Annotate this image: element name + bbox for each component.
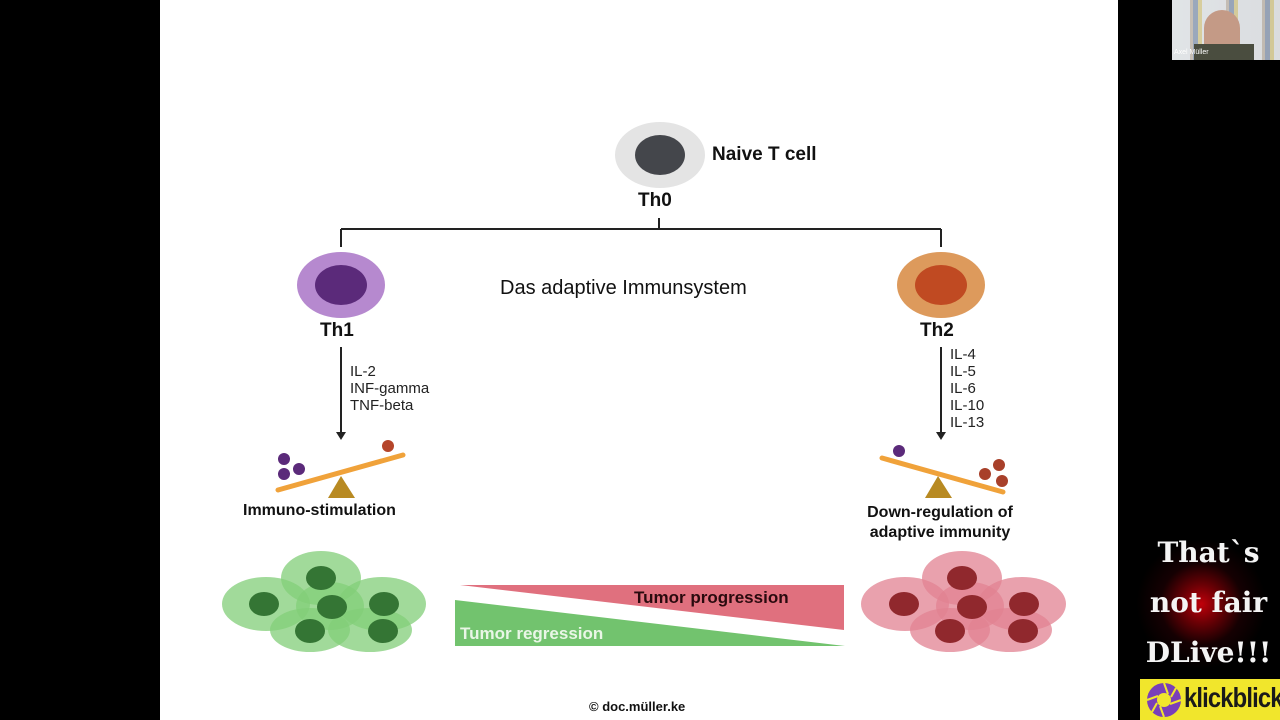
cytokine-il6: IL-6 bbox=[950, 380, 976, 397]
presentation-slide: Naive T cell Th0 Th1 Th2 Das adaptive Im… bbox=[160, 0, 1118, 720]
th1-seesaw bbox=[275, 440, 406, 498]
overlay-line-2: not fair bbox=[1149, 586, 1268, 619]
down-regulation-line1: Down-regulation of bbox=[867, 504, 1013, 521]
tumor-regression-label: Tumor regression bbox=[460, 624, 604, 643]
webcam-name-tag: Axel Müller bbox=[1174, 49, 1209, 56]
th1-label: Th1 bbox=[320, 320, 354, 341]
th2-label: Th2 bbox=[920, 320, 954, 341]
th0-label: Th0 bbox=[638, 190, 672, 211]
cytokine-il10: IL-10 bbox=[950, 397, 985, 414]
th1-cell bbox=[297, 252, 385, 318]
down-regulation-line2: adaptive immunity bbox=[869, 524, 1011, 541]
slide-title: Das adaptive Immunsystem bbox=[500, 277, 747, 299]
webcam-thumbnail: Axel Müller bbox=[1172, 0, 1280, 60]
naive-t-cell-label: Naive T cell bbox=[712, 144, 817, 165]
regression-wedge bbox=[455, 600, 845, 646]
down-regulation-label: Down-regulation of adaptive immunity bbox=[845, 503, 1035, 543]
th1-cytokine-list: IL-2 INF-gamma TNF-beta bbox=[350, 363, 429, 414]
cytokine-il2: IL-2 bbox=[350, 363, 376, 380]
cytokine-il13: IL-13 bbox=[950, 414, 985, 431]
presenter-shirt bbox=[1194, 44, 1254, 60]
progression-wedge bbox=[460, 585, 844, 630]
copyright-notice: © doc.müller.ke bbox=[589, 699, 686, 714]
camera-aperture-icon bbox=[1146, 682, 1182, 718]
immuno-stimulation-label: Immuno-stimulation bbox=[243, 502, 396, 519]
tumor-progression-label: Tumor progression bbox=[634, 588, 789, 607]
klickblick-logo-bar: klickblick bbox=[1140, 679, 1280, 720]
cytokine-il5: IL-5 bbox=[950, 363, 976, 380]
progressing-tumor-cluster bbox=[861, 551, 1066, 652]
cytokine-inf-gamma: INF-gamma bbox=[350, 380, 430, 397]
th2-seesaw bbox=[879, 445, 1008, 498]
th2-cell bbox=[897, 252, 985, 318]
th2-cytokine-list: IL-4 IL-5 IL-6 IL-10 IL-13 bbox=[950, 346, 984, 431]
th1-arrow bbox=[336, 347, 346, 440]
cytokine-il4: IL-4 bbox=[950, 346, 976, 363]
th-cell-diagram bbox=[222, 122, 1066, 652]
naive-t-cell bbox=[615, 122, 705, 188]
stream-overlay-banner: That`s not fair DLive!!! bbox=[1137, 530, 1280, 678]
overlay-line-1: That`s bbox=[1157, 536, 1260, 569]
brand-name: klickblick bbox=[1184, 682, 1280, 713]
regressing-tumor-cluster bbox=[222, 551, 426, 652]
overlay-line-3: DLive!!! bbox=[1145, 636, 1272, 669]
cytokine-tnf-beta: TNF-beta bbox=[350, 397, 414, 414]
th2-arrow bbox=[936, 347, 946, 440]
